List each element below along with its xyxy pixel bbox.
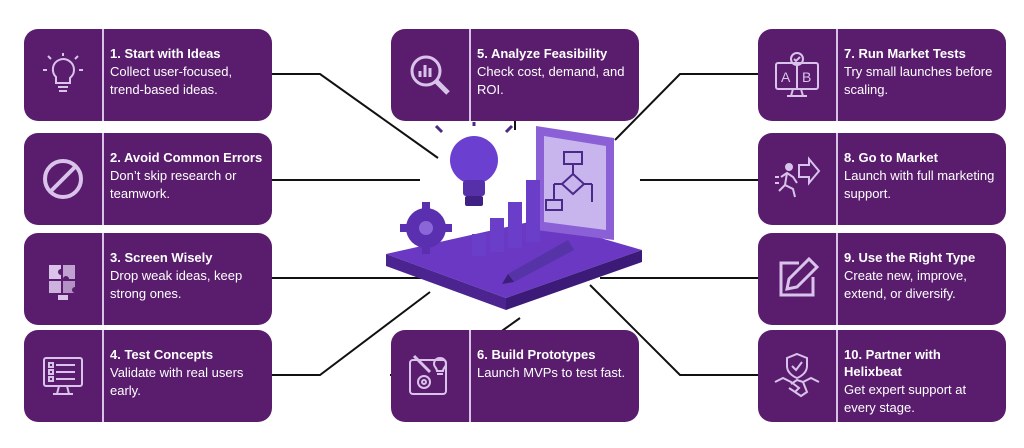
svg-text:A: A xyxy=(781,69,791,85)
flowchart-board-icon xyxy=(536,126,614,240)
step-card-9: 9. Use the Right Type Create new, improv… xyxy=(758,233,1006,325)
center-illustration xyxy=(386,122,642,310)
step-title: 3. Screen Wisely xyxy=(110,250,213,265)
step-card-8: 8. Go to Market Launch with full marketi… xyxy=(758,133,1006,225)
step-title: 9. Use the Right Type xyxy=(844,250,976,265)
step-card-7: A B 7. Run Market Tests Try small launch… xyxy=(758,29,1006,121)
step-description: Launch MVPs to test fast. xyxy=(477,365,626,380)
step-description: Try small launches before scaling. xyxy=(844,64,993,97)
step-description: Collect user-focused, trend-based ideas. xyxy=(110,64,233,97)
lightbulb-icon xyxy=(43,53,83,92)
step-description: Check cost, demand, and ROI. xyxy=(477,64,625,97)
step-card-10: 10. Partner with Helixbeat Get expert su… xyxy=(758,330,1006,422)
step-title: 7. Run Market Tests xyxy=(844,46,966,61)
lightbulb-3d-icon xyxy=(434,122,514,206)
step-card-3: 3. Screen Wisely Drop weak ideas, keep s… xyxy=(24,233,272,325)
step-description: Get expert support at every stage. xyxy=(844,382,967,415)
step-description: Validate with real users early. xyxy=(110,365,244,398)
step-title: 1. Start with Ideas xyxy=(110,46,221,61)
platform-side xyxy=(386,254,506,310)
blueprint-icon xyxy=(409,354,448,395)
step-card-1: 1. Start with Ideas Collect user-focused… xyxy=(24,29,272,121)
runner-exit-icon xyxy=(775,156,821,198)
step-title: 5. Analyze Feasibility xyxy=(477,46,608,61)
bar-chart-3d-icon xyxy=(472,180,540,256)
step-description: Create new, improve, extend, or diversif… xyxy=(844,268,967,301)
step-title: 8. Go to Market xyxy=(844,150,938,165)
step-description: Launch with full marketing support. xyxy=(844,168,995,201)
puzzle-bulb-icon xyxy=(49,265,75,300)
svg-text:B: B xyxy=(802,69,811,85)
edit-square-icon xyxy=(779,256,820,297)
magnifier-chart-icon xyxy=(410,55,450,95)
step-card-4: 4. Test Concepts Validate with real user… xyxy=(24,330,272,422)
step-description: Don’t skip research or teamwork. xyxy=(110,168,237,201)
ab-test-monitor-icon: A B xyxy=(775,52,819,97)
pencil-3d-icon xyxy=(502,240,574,284)
handshake-shield-icon xyxy=(774,352,820,398)
step-description: Drop weak ideas, keep strong ones. xyxy=(110,268,243,301)
platform xyxy=(386,220,642,298)
step-title: 6. Build Prototypes xyxy=(477,347,596,362)
step-card-5: 5. Analyze Feasibility Check cost, deman… xyxy=(391,29,639,121)
gear-3d-icon xyxy=(400,202,452,254)
step-card-2: 2. Avoid Common Errors Don’t skip resear… xyxy=(24,133,272,225)
step-title: 4. Test Concepts xyxy=(110,347,214,362)
step-title: 2. Avoid Common Errors xyxy=(110,150,263,165)
prohibited-icon xyxy=(43,159,83,199)
step-card-6: 6. Build Prototypes Launch MVPs to test … xyxy=(391,330,639,422)
checklist-monitor-icon xyxy=(43,357,83,395)
step-title: 10. Partner with Helixbeat xyxy=(844,347,941,379)
